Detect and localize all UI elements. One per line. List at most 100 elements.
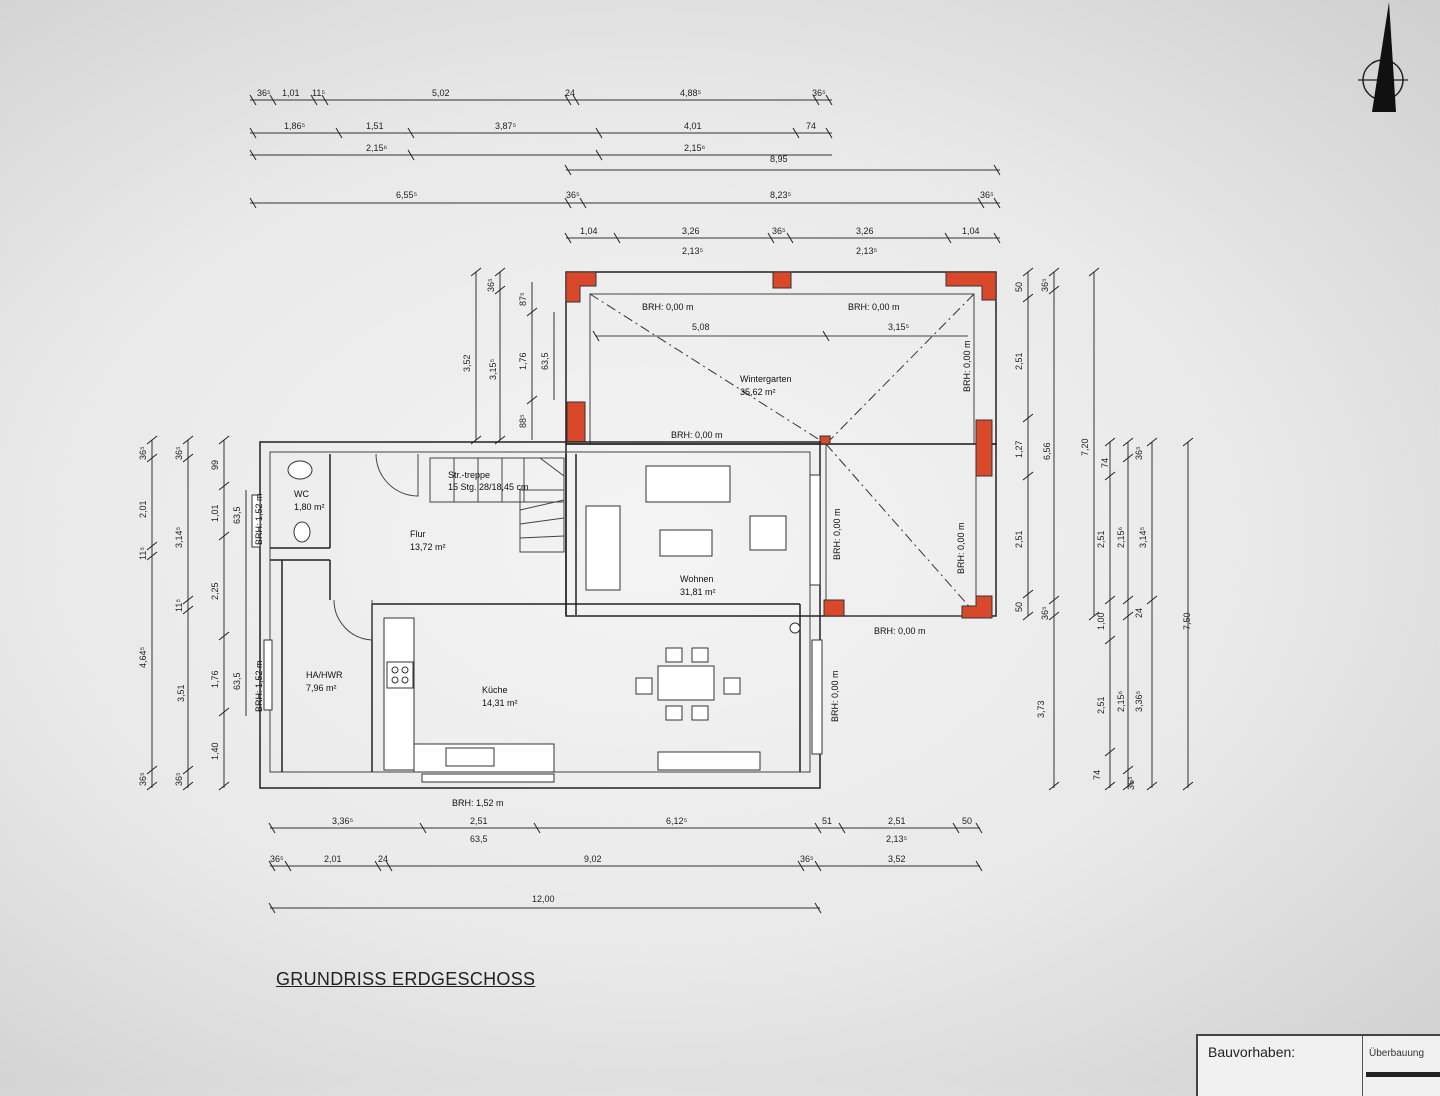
dim-right-c6-1: 3,36⁵ xyxy=(1134,690,1144,712)
room-flur-name: Flur xyxy=(410,529,426,539)
dim-top-r4-2: 8,23⁵ xyxy=(770,190,792,200)
dim-top-r5-0: 1,04 xyxy=(580,226,598,236)
dim-left-c1-2: 11⁵ xyxy=(138,547,148,560)
staircase xyxy=(429,457,565,553)
dim-left-c1-4: 36⁵ xyxy=(138,772,148,786)
cooktop-icon xyxy=(386,661,414,689)
brh-hwr-window: BRH: 1,52 m xyxy=(254,660,264,712)
dim-right-c4-4: 74 xyxy=(1092,770,1102,780)
dim-left-c4-1: 63,5 xyxy=(232,672,242,690)
room-wc-area: 1,80 m² xyxy=(294,502,325,512)
dim-right-c2-3: 3,73 xyxy=(1036,700,1046,718)
dim-right-c1-0: 50 xyxy=(1014,282,1024,292)
dims-bottom: 3,36⁵ 2,51 6,12⁵ 51 2,51 50 63,5 2,13⁵ 3… xyxy=(268,816,983,914)
room-wohnen-name: Wohnen xyxy=(680,574,713,584)
room-flur-area: 13,72 m² xyxy=(410,542,446,552)
dim-wg-inner-1: 3,15⁵ xyxy=(888,322,910,332)
dim-top-r5-4: 1,04 xyxy=(962,226,980,236)
dim-top-r4-1: 36⁵ xyxy=(566,190,580,200)
dim-left-c3-0: 99 xyxy=(210,460,220,470)
dim-right-c4-2: 1,00 xyxy=(1096,612,1106,630)
dim-wg-left-c2-1: 3,15⁵ xyxy=(488,358,498,380)
dim-top-r5-2: 36⁵ xyxy=(772,226,786,236)
room-wintergarten-name: Wintergarten xyxy=(740,374,792,384)
dim-bottom-r1-3: 51 xyxy=(822,816,832,826)
column-bottom-left xyxy=(823,599,845,617)
dim-right-c2-2: 36⁵ xyxy=(1040,606,1050,620)
dim-bottom-r1-1: 2,51 xyxy=(470,816,488,826)
brh-wg-right-upper: BRH: 0,00 m xyxy=(962,340,972,392)
dim-bottom-r2-0: 63,5 xyxy=(470,834,488,844)
dining-table-icon xyxy=(657,665,715,701)
dim-bottom-r1-5: 50 xyxy=(962,816,972,826)
kitchen-counter-left xyxy=(383,617,415,771)
column-left xyxy=(566,401,586,443)
brh-wg-below: BRH: 0,00 m xyxy=(874,626,926,636)
dims-top: 36⁵ 1,01 11⁵ 5,02 24 4,88⁵ 36⁵ 1,86⁵ 1,5… xyxy=(249,88,1001,256)
window-wc xyxy=(251,494,261,548)
dim-left-c2-3: 3,51 xyxy=(176,684,186,702)
dim-top-r5-3: 3,26 xyxy=(856,226,874,236)
main-house: Str.-treppe 15 Stg. 28/18,45 cm WC 1,80 … xyxy=(251,441,840,808)
dim-right-c5-2: 24 xyxy=(1134,608,1144,618)
dim-bottom-r3-5: 3,52 xyxy=(888,854,906,864)
dim-bottom-r3-1: 2,01 xyxy=(324,854,342,864)
dim-top-r1-6: 36⁵ xyxy=(812,88,826,98)
sofa-icon xyxy=(645,465,731,503)
brh-kitchen-right: BRH: 0,00 m xyxy=(830,670,840,722)
dim-left-c2-1: 3,14⁵ xyxy=(174,526,184,548)
room-wintergarten-area: 35,62 m² xyxy=(740,387,776,397)
coffee-table-icon xyxy=(659,529,713,557)
dim-top-r2-3: 4,01 xyxy=(684,121,702,131)
dim-top-r3-0: 2,15⁶ xyxy=(366,143,388,153)
dim-right-c6-0: 3,14⁵ xyxy=(1138,526,1148,548)
dim-left-c2-2: 11⁵ xyxy=(174,599,184,612)
dim-wg-left-c3-1: 1,76 xyxy=(518,352,528,370)
dim-right-c2-0: 36⁵ xyxy=(1040,278,1050,292)
dim-top-r1-5: 4,88⁵ xyxy=(680,88,702,98)
dim-top-r1-4: 24 xyxy=(565,88,575,98)
stair-info: 15 Stg. 28/18,45 cm xyxy=(448,482,529,492)
room-hahwr-area: 7,96 m² xyxy=(306,683,337,693)
room-hahwr-name: HA/HWR xyxy=(306,670,343,680)
room-kueche-area: 14,31 m² xyxy=(482,698,518,708)
room-wohnen-area: 31,81 m² xyxy=(680,587,716,597)
dim-top-r1-2: 11⁵ xyxy=(312,88,325,98)
dim-top-r1-0: 36⁵ xyxy=(257,88,271,98)
dim-right-c4-0: 74 xyxy=(1100,458,1110,468)
dim-right-c5-3: 2,15⁶ xyxy=(1116,690,1126,712)
dims-wg-left: 3,52 36⁵ 3,15⁵ 87⁵ 1,76 88⁵ 63,5 xyxy=(462,267,555,445)
armchair-icon xyxy=(749,515,787,551)
dim-left-c4-0: 63,5 xyxy=(232,506,242,524)
dim-top-r6-0: 2,13⁵ xyxy=(682,246,704,256)
column-top-right xyxy=(945,271,997,301)
dim-bottom-r3-2: 24 xyxy=(378,854,388,864)
column-top-mid xyxy=(772,271,792,289)
dim-right-c5-1: 2,15⁶ xyxy=(1116,526,1126,548)
dim-left-c1-0: 36⁵ xyxy=(138,446,148,460)
dim-top-r1-3: 5,02 xyxy=(432,88,450,98)
dim-right-c3-0: 7,20 xyxy=(1080,438,1090,456)
dim-right-c5-0: 36⁵ xyxy=(1134,446,1144,460)
dim-left-c2-4: 36⁵ xyxy=(174,772,184,786)
dim-wg-left-c4-0: 63,5 xyxy=(540,352,550,370)
room-wc-name: WC xyxy=(294,489,309,499)
dim-bottom-r3-3: 9,02 xyxy=(584,854,602,864)
title-block-label: Bauvorhaben: xyxy=(1208,1044,1296,1060)
dim-bottom-r1-0: 3,36⁵ xyxy=(332,816,354,826)
dim-right-c2-1: 6,56 xyxy=(1042,442,1052,460)
dim-top-r4-0: 6,55⁵ xyxy=(396,190,418,200)
dim-right-c1-3: 2,51 xyxy=(1014,530,1024,548)
dim-left-c1-3: 4,64⁵ xyxy=(138,646,148,668)
dim-wg-inner-0: 5,08 xyxy=(692,322,710,332)
title-block-sub: Überbauung xyxy=(1362,1036,1440,1096)
window-kueche-bottom xyxy=(421,773,555,783)
dim-left-c3-4: 1,40 xyxy=(210,742,220,760)
room-kueche-name: Küche xyxy=(482,685,508,695)
dim-bottom-r3-4: 36⁵ xyxy=(800,854,814,864)
window-kueche xyxy=(811,639,823,755)
door-flur xyxy=(375,453,419,497)
dim-top-r6-1: 2,13⁵ xyxy=(856,246,878,256)
dim-top-r2-0: 1,86⁵ xyxy=(284,121,306,131)
dim-left-c3-3: 1,76 xyxy=(210,670,220,688)
